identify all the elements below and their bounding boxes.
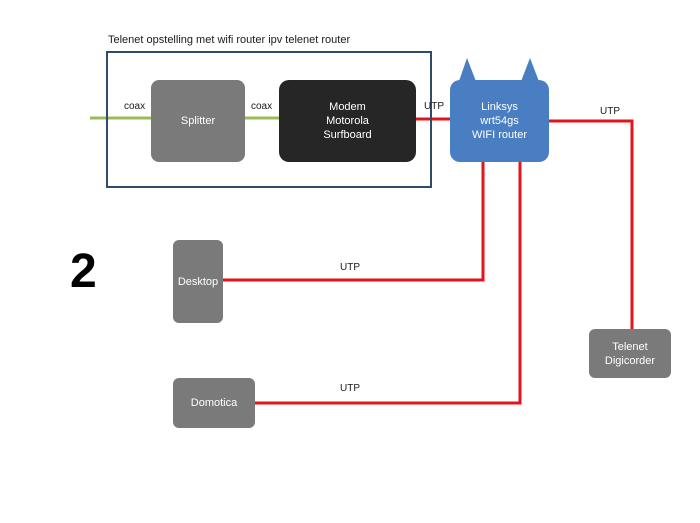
diagram-title: Telenet opstelling met wifi router ipv t… <box>108 34 351 46</box>
step-number: 2 <box>70 245 97 298</box>
modem-label-line3: Surfboard <box>323 129 372 141</box>
router-antenna-right-icon <box>520 58 540 84</box>
splitter-node: Splitter <box>151 80 245 162</box>
utp-label-desktop: UTP <box>340 262 360 273</box>
splitter-label: Splitter <box>180 115 216 127</box>
telenet-setup-frame <box>106 51 432 188</box>
coax-label-mid: coax <box>251 101 273 112</box>
router-label-line1: Linksys <box>481 101 518 113</box>
utp-line-router-domotica <box>254 160 522 405</box>
digicorder-label-line2: Digicorder <box>604 354 656 367</box>
utp-line-router-desktop <box>222 160 485 282</box>
modem-node: Modem Motorola Surfboard <box>279 80 416 162</box>
utp-line-router-digicorder <box>548 119 634 330</box>
desktop-label: Desktop <box>177 275 219 288</box>
router-antenna-left-icon <box>458 58 477 84</box>
router-label-line3: WIFI router <box>471 129 527 141</box>
digicorder-node: Telenet Digicorder <box>589 329 671 378</box>
utp-label-digicorder: UTP <box>600 106 620 117</box>
router-label-line2: wrt54gs <box>480 115 519 127</box>
utp-label-domotica: UTP <box>340 383 360 394</box>
utp-label-modem-router: UTP <box>424 101 444 112</box>
modem-label-line2: Motorola <box>326 115 369 127</box>
coax-label-in: coax <box>124 101 146 112</box>
router-node: Linksys wrt54gs WIFI router <box>450 80 549 162</box>
modem-label-line1: Modem <box>329 101 366 113</box>
desktop-node: Desktop <box>173 240 223 323</box>
domotica-node: Domotica <box>173 378 255 428</box>
digicorder-label-line1: Telenet <box>612 340 648 353</box>
domotica-label: Domotica <box>190 397 238 409</box>
